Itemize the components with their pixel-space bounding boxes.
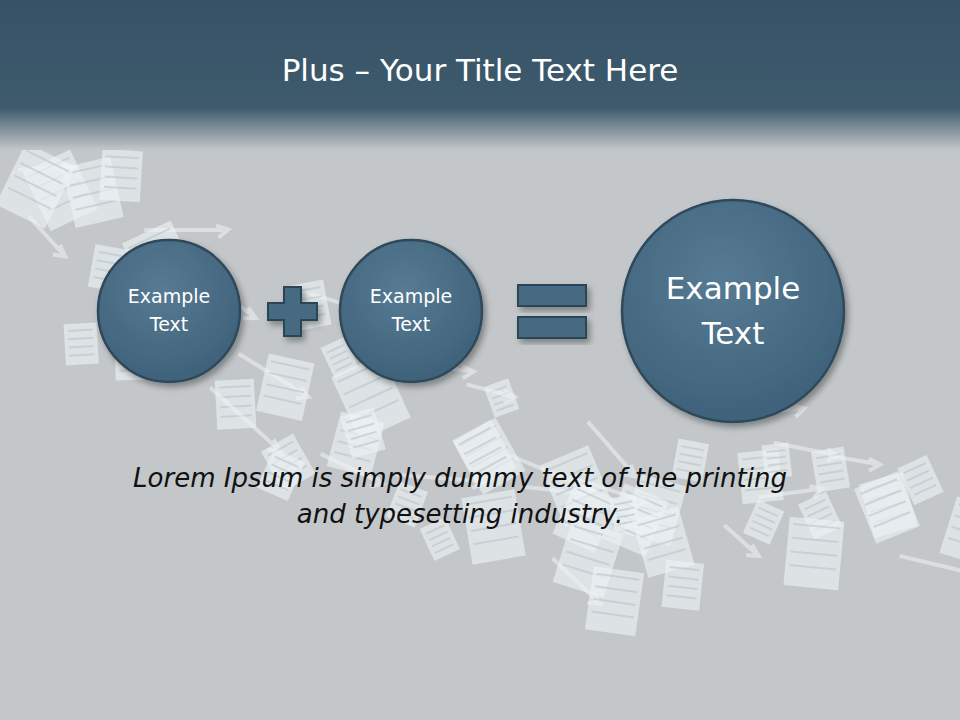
paper-sheet — [0, 143, 75, 229]
plus-symbol — [268, 287, 317, 336]
paper-sheet — [743, 500, 784, 545]
circle-node: Example Text — [96, 238, 242, 384]
paper-sheet — [717, 525, 764, 559]
paper-sheet — [99, 149, 143, 202]
paper-sheet — [340, 407, 386, 459]
node-text: Example Text — [114, 283, 224, 338]
circle-shape — [340, 240, 482, 382]
paper-sheet — [661, 560, 704, 611]
circle-shape — [622, 200, 844, 422]
circle-shape — [98, 240, 240, 382]
paper-sheet — [828, 446, 881, 477]
paper-sheet — [18, 216, 74, 260]
paper-sheet — [939, 496, 960, 566]
equals-bar — [518, 285, 586, 306]
header-band — [0, 0, 960, 150]
node-text: Example Text — [356, 283, 466, 338]
equals-bar — [518, 317, 586, 338]
slide-title: Plus – Your Title Text Here — [0, 52, 960, 88]
paper-sheet — [256, 354, 314, 421]
paper-sheet — [783, 517, 844, 590]
caption-text: Lorem Ipsum is simply dummy text of the … — [110, 460, 810, 533]
paper-decoration — [0, 125, 960, 636]
paper-sheet — [811, 447, 850, 493]
circle-outline — [620, 198, 846, 424]
paper-sheet — [585, 566, 644, 636]
circle-outline — [338, 238, 484, 384]
circle-node: Example Text — [620, 198, 846, 424]
paper-sheet — [64, 322, 99, 365]
circle-node: Example Text — [338, 238, 484, 384]
paper-sheet — [854, 471, 920, 544]
circle-outline — [96, 238, 242, 384]
node-text: Example Text — [653, 266, 813, 356]
paper-sheet — [467, 380, 516, 406]
